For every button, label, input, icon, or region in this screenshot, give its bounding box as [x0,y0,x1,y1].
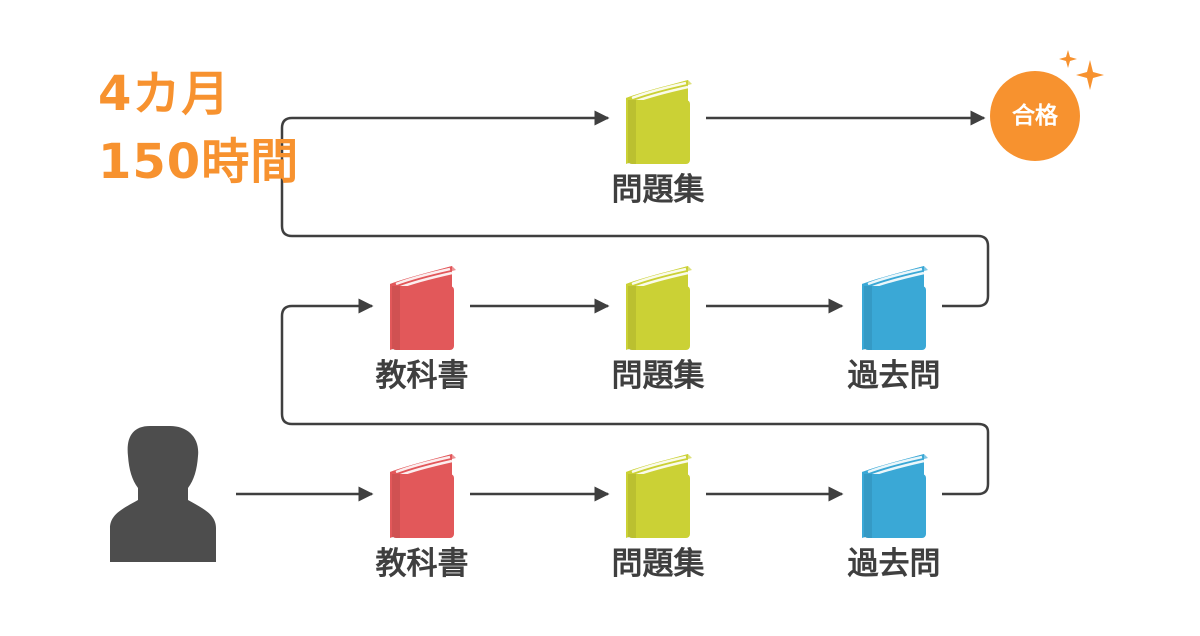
step-label-row3-step2: 問題集 [611,546,705,582]
step-label-row2-step1: 教科書 [375,358,469,394]
step-label-row3-step1: 教科書 [375,546,469,582]
book-icon-row1-step1 [624,78,694,166]
step-label-row2-step3: 過去問 [847,358,941,394]
step-label-row3-step3: 過去問 [847,546,941,582]
hours-headline: 150時間 [98,134,300,190]
goal-circle [990,71,1080,161]
sparkle-icon [1059,50,1104,90]
loop-row3-to-row2 [280,298,990,496]
step-label-row2-step2: 問題集 [611,358,705,394]
book-icon-row3-step3 [860,452,930,540]
duration-headline: 4カ月 [98,66,231,122]
book-icon-row3-step2 [624,452,694,540]
book-icon-row3-step1 [388,452,458,540]
book-icon-row2-step1 [388,264,458,352]
book-icon-row2-step2 [624,264,694,352]
goal-label: 合格 [1012,103,1058,129]
person-icon [110,426,216,562]
loop-row2-to-row1 [280,110,990,308]
book-icon-row2-step3 [860,264,930,352]
step-label-row1-step1: 問題集 [611,172,705,208]
